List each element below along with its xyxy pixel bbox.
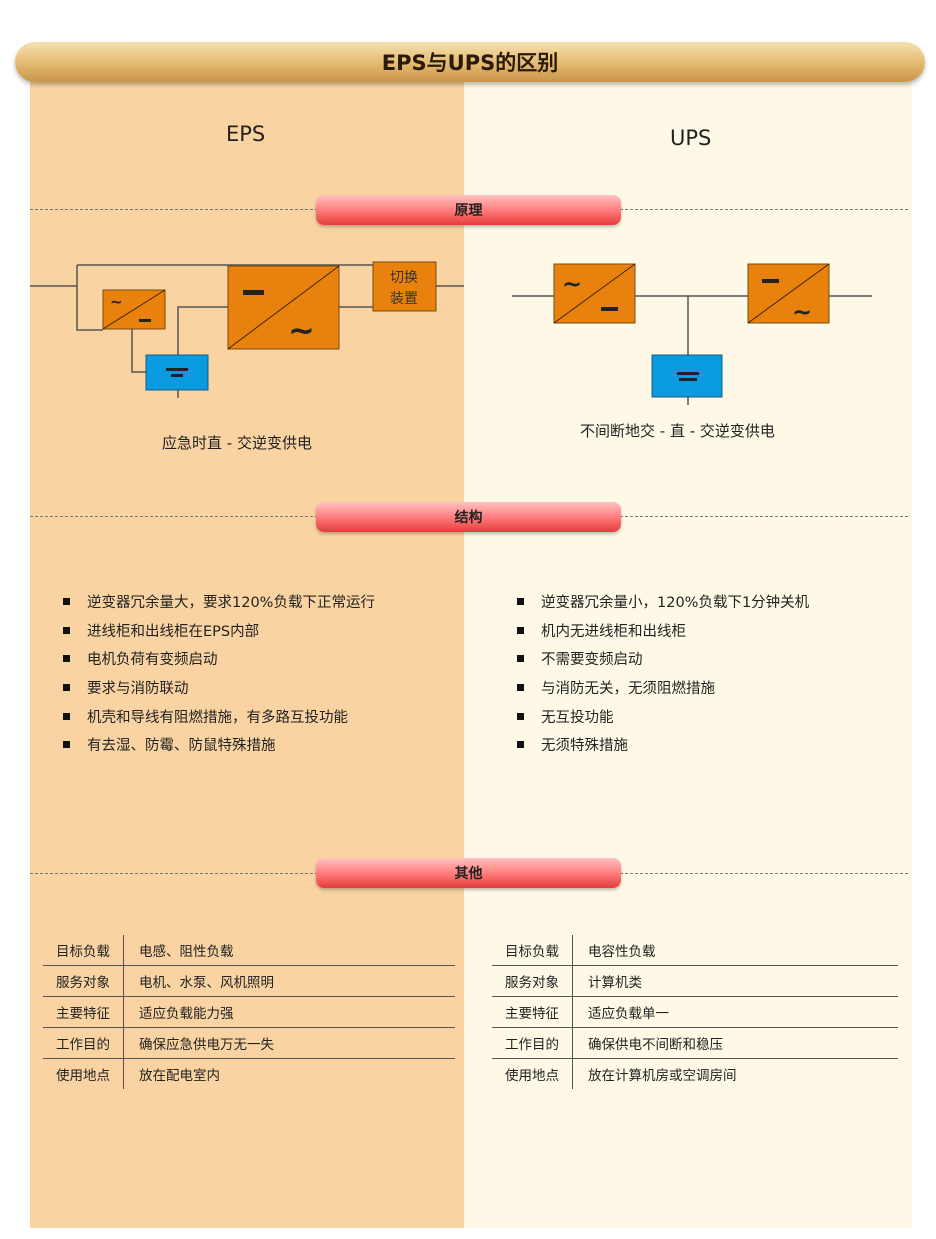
row-label: 服务对象 [43,965,124,997]
list-item: 与消防无关，无须阻燃措施 [517,673,809,702]
list-item: 有去湿、防霉、防鼠特殊措施 [63,730,375,759]
list-item: 电机负荷有变频启动 [63,644,375,673]
row-label: 工作目的 [43,1027,124,1059]
row-value: 电容性负载 [572,935,898,966]
table-row: 目标负载电容性负载 [492,935,898,966]
list-item: 无互投功能 [517,702,809,731]
list-item-text: 要求与消防联动 [87,680,189,697]
eps-switch-device: 切换 装置 [372,261,437,312]
row-value: 适应负载能力强 [123,996,455,1028]
eps-battery [145,354,209,391]
table-row: 主要特征适应负载能力强 [43,996,455,1028]
list-item-text: 不需要变频启动 [541,652,643,669]
bullet-icon [63,626,70,634]
switch-label-2: 装置 [390,291,418,307]
ups-caption: 不间断地交 - 直 - 交逆变供电 [580,422,775,440]
row-value: 放在配电室内 [139,1068,220,1084]
bullet-icon [517,626,524,634]
ups-inverter: ~ [747,263,830,326]
section-structure: 结构 [316,502,621,532]
bullet-icon [63,683,70,691]
switch-label-1: 切换 [390,269,418,286]
eps-caption: 应急时直 - 交逆变供电 [162,434,312,452]
eps-inverter: ~ [227,265,340,350]
list-item: 机内无进线柜和出线柜 [517,616,809,645]
list-item-text: 与消防无关，无须阻燃措施 [541,680,715,697]
list-item-text: 电机负荷有变频启动 [87,652,218,669]
list-item-text: 有去湿、防霉、防鼠特殊措施 [87,738,276,755]
section-principle: 原理 [316,195,621,225]
table-row: 使用地点放在配电室内 [43,1058,455,1089]
list-item: 要求与消防联动 [63,673,375,702]
list-item-text: 逆变器冗余量小，120%负载下1分钟关机 [541,594,810,611]
page-title: EPS与UPS的区别 [15,42,925,82]
principle-diagrams: ~ ~ 切换 装置 ~ ~ [30,261,872,405]
bullet-icon [517,741,524,749]
row-label: 目标负载 [492,935,573,966]
eps-rectifier: ~ [102,289,166,330]
list-item-text: 机壳和导线有阻燃措施，有多路互投功能 [87,709,348,726]
row-label: 主要特征 [43,996,124,1028]
list-item-text: 机内无进线柜和出线柜 [541,623,686,640]
list-item: 无须特殊措施 [517,730,809,759]
svg-text:~: ~ [110,293,123,311]
row-value: 确保应急供电万无一失 [123,1027,455,1059]
ups-heading: UPS [670,126,712,150]
table-row: 目标负载电感、阻性负载 [43,935,455,966]
table-row: 使用地点放在计算机房或空调房间 [492,1058,898,1089]
list-item: 逆变器冗余量大，要求120%负载下正常运行 [63,587,375,616]
svg-text:~: ~ [792,298,812,326]
ups-structure-list: 逆变器冗余量小，120%负载下1分钟关机机内无进线柜和出线柜不需要变频启动与消防… [517,587,809,759]
row-value: 确保供电不间断和稳压 [572,1027,898,1059]
bullet-icon [63,655,70,663]
ups-rectifier: ~ [553,263,636,324]
row-label: 工作目的 [492,1027,573,1059]
row-value: 放在计算机房或空调房间 [588,1068,737,1084]
table-row: 服务对象电机、水泵、风机照明 [43,965,455,997]
list-item-text: 无须特殊措施 [541,738,628,755]
ups-battery [651,354,723,398]
table-row: 工作目的确保供电不间断和稳压 [492,1027,898,1059]
row-value: 电机、水泵、风机照明 [123,965,455,997]
list-item-text: 进线柜和出线柜在EPS内部 [87,623,260,640]
table-row: 主要特征适应负载单一 [492,996,898,1028]
bullet-icon [517,597,524,605]
list-item: 逆变器冗余量小，120%负载下1分钟关机 [517,587,809,616]
eps-structure-list: 逆变器冗余量大，要求120%负载下正常运行进线柜和出线柜在EPS内部电机负荷有变… [63,587,375,759]
bullet-icon [63,741,70,749]
bullet-icon [517,683,524,691]
list-item-text: 无互投功能 [541,709,614,726]
list-item: 进线柜和出线柜在EPS内部 [63,616,375,645]
row-label: 使用地点 [492,1058,573,1089]
table-row: 工作目的确保应急供电万无一失 [43,1027,455,1059]
list-item-text: 逆变器冗余量大，要求120%负载下正常运行 [87,594,375,611]
svg-text:~: ~ [562,270,582,298]
bullet-icon [517,655,524,663]
ups-other-table: 目标负载电容性负载服务对象计算机类主要特征适应负载单一工作目的确保供电不间断和稳… [492,935,898,1089]
eps-other-table: 目标负载电感、阻性负载服务对象电机、水泵、风机照明主要特征适应负载能力强工作目的… [43,935,455,1089]
svg-text:~: ~ [288,311,315,349]
row-value: 适应负载单一 [572,996,898,1028]
eps-heading: EPS [226,122,266,146]
eps-wiring [30,264,872,405]
section-other: 其他 [316,858,621,888]
row-value: 计算机类 [572,965,898,997]
row-label: 目标负载 [43,935,124,966]
row-label: 主要特征 [492,996,573,1028]
row-label: 使用地点 [43,1058,124,1089]
bullet-icon [63,597,70,605]
list-item: 不需要变频启动 [517,644,809,673]
list-item: 机壳和导线有阻燃措施，有多路互投功能 [63,702,375,731]
row-value: 电感、阻性负载 [123,935,455,966]
table-row: 服务对象计算机类 [492,965,898,997]
row-label: 服务对象 [492,965,573,997]
bullet-icon [517,712,524,720]
bullet-icon [63,712,70,720]
